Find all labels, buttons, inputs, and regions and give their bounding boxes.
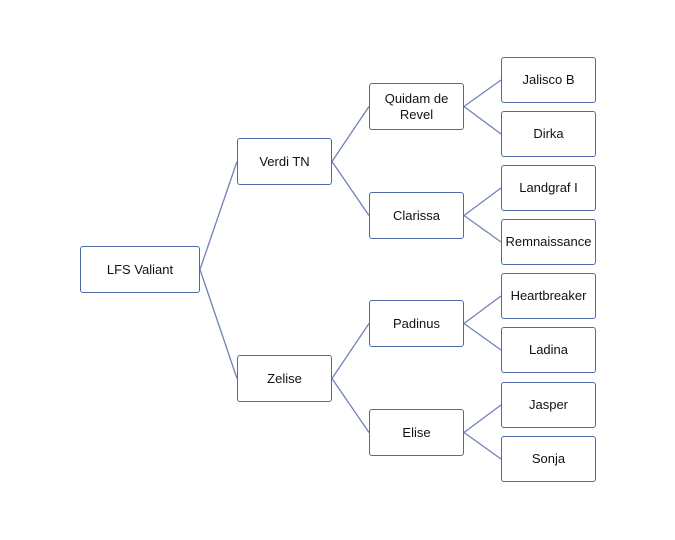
node-sire: Verdi TN	[237, 138, 332, 185]
node-root: LFS Valiant	[80, 246, 200, 293]
node-dam: Zelise	[237, 355, 332, 402]
connector-dam-sire-to-dam-sire-sire	[463, 295, 502, 325]
node-sire-sire: Quidam de Revel	[369, 83, 464, 130]
node-sire-dam-dam-label: Remnaissance	[505, 234, 592, 249]
node-dam-sire-sire-label: Heartbreaker	[510, 288, 587, 303]
connector-sire-to-sire-dam	[331, 161, 370, 216]
node-sire-dam-label: Clarissa	[393, 207, 440, 223]
node-dam-sire-dam: Ladina	[501, 327, 596, 373]
connector-dam-to-dam-sire	[331, 323, 370, 379]
node-sire-sire-dam: Dirka	[501, 111, 596, 157]
connector-root-to-dam	[199, 269, 238, 379]
node-dam-sire: Padinus	[369, 300, 464, 347]
connector-sire-sire-to-sire-sire-sire	[463, 79, 502, 108]
connector-root-to-sire	[199, 161, 238, 270]
connector-dam-dam-to-dam-dam-sire	[463, 404, 502, 434]
node-sire-sire-sire-label: Jalisco B	[522, 72, 575, 87]
node-sire-sire-dam-label: Dirka	[533, 126, 564, 141]
connector-dam-dam-to-dam-dam-dam	[463, 431, 502, 460]
node-root-label: LFS Valiant	[106, 261, 174, 277]
connector-sire-sire-to-sire-sire-dam	[463, 105, 502, 135]
node-dam-sire-sire: Heartbreaker	[501, 273, 596, 319]
node-dam-dam-sire-label: Jasper	[528, 397, 569, 412]
node-sire-label: Verdi TN	[259, 153, 310, 169]
node-sire-dam-sire: Landgraf I	[501, 165, 596, 211]
node-sire-dam: Clarissa	[369, 192, 464, 239]
node-dam-sire-label: Padinus	[393, 315, 440, 331]
node-dam-dam-dam-label: Sonja	[531, 451, 566, 466]
connector-sire-dam-to-sire-dam-dam	[463, 214, 502, 243]
node-sire-sire-label: Quidam de Revel	[384, 90, 449, 122]
node-dam-label: Zelise	[267, 370, 302, 386]
connector-dam-to-dam-dam	[331, 378, 370, 433]
node-dam-dam: Elise	[369, 409, 464, 456]
node-dam-sire-dam-label: Ladina	[528, 342, 569, 357]
node-dam-dam-label: Elise	[402, 424, 431, 440]
node-sire-dam-dam: Remnaissance	[501, 219, 596, 265]
node-dam-dam-dam: Sonja	[501, 436, 596, 482]
node-dam-dam-sire: Jasper	[501, 382, 596, 428]
connector-sire-to-sire-sire	[331, 106, 370, 162]
connector-sire-dam-to-sire-dam-sire	[463, 187, 502, 217]
node-sire-dam-sire-label: Landgraf I	[519, 180, 578, 195]
connector-dam-sire-to-dam-sire-dam	[463, 322, 502, 351]
node-sire-sire-sire: Jalisco B	[501, 57, 596, 103]
